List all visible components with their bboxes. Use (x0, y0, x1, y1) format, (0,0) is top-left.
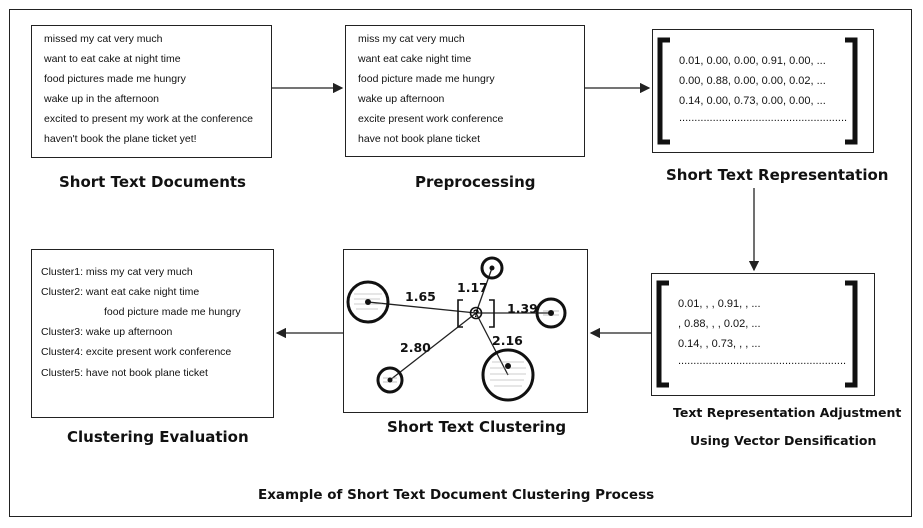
cluster-line: Cluster5: have not book plane ticket (41, 367, 208, 379)
query-point (469, 306, 483, 320)
centroid-dot (505, 363, 511, 369)
query-right-bracket (489, 299, 495, 328)
figure-caption: Example of Short Text Document Clusterin… (258, 487, 655, 503)
densified-matrix-row: 0.01, , , 0.91, , ... (678, 298, 761, 310)
clustering-evaluation-box: Cluster1: miss my cat very much Cluster2… (31, 249, 274, 418)
doc-line: wake up in the afternoon (44, 93, 159, 105)
cluster-line: food picture made me hungry (104, 306, 241, 318)
densified-matrix-row: 0.14, , 0.73, , , ... (678, 338, 761, 350)
distance-label: 2.80 (400, 340, 431, 355)
doc-line: food pictures made me hungry (44, 73, 186, 85)
adjusted-representation-box: 0.01, , , 0.91, , ... , 0.88, , , 0.02, … (651, 273, 875, 396)
query-mark: ? (473, 308, 480, 320)
cluster-circle (535, 297, 567, 329)
cluster-line: Cluster3: wake up afternoon (41, 326, 173, 338)
matrix-row: 0.01, 0.00, 0.00, 0.91, 0.00, ... (679, 55, 826, 67)
matrix-row: 0.14, 0.00, 0.73, 0.00, 0.00, ... (679, 95, 826, 107)
cluster-line: Cluster4: excite present work conference (41, 346, 232, 358)
clustering-evaluation-label: Clustering Evaluation (67, 428, 249, 446)
short-text-documents-box: missed my cat very much want to eat cake… (31, 25, 272, 158)
left-bracket (656, 280, 669, 388)
centroid-dot (387, 377, 393, 383)
cluster-circle (376, 366, 404, 394)
doc-line: haven't book the plane ticket yet! (44, 133, 197, 145)
cluster-edge (475, 312, 509, 376)
short-text-clustering-label: Short Text Clustering (387, 418, 567, 436)
short-text-clustering-box (343, 249, 588, 413)
cluster-circle (480, 256, 504, 280)
right-bracket (845, 37, 858, 145)
query-left-bracket (457, 299, 463, 328)
preprocessing-box: miss my cat very much want eat cake nigh… (345, 25, 585, 157)
cluster-line: Cluster2: want eat cake night time (41, 286, 200, 298)
short-text-documents-label: Short Text Documents (59, 173, 246, 191)
densified-matrix-row: , 0.88, , , 0.02, ... (678, 318, 761, 330)
distance-label: 1.17 (457, 280, 488, 295)
left-bracket (657, 37, 670, 145)
cluster-line: Cluster1: miss my cat very much (41, 266, 193, 278)
vector-densification-label: Using Vector Densification (690, 433, 877, 448)
preprocessed-line: want eat cake night time (358, 53, 472, 65)
distance-label: 1.65 (405, 289, 436, 304)
cluster-circle (346, 280, 390, 324)
preprocessed-line: wake up afternoon (358, 93, 445, 105)
densified-matrix-row: ........................................… (678, 355, 847, 367)
matrix-row: 0.00, 0.88, 0.00, 0.00, 0.02, ... (679, 75, 826, 87)
distance-label: 2.16 (492, 333, 523, 348)
representation-adjustment-label: Text Representation Adjustment (673, 405, 902, 420)
centroid-dot (548, 310, 554, 316)
centroid-dot (489, 265, 495, 271)
matrix-row: ........................................… (679, 112, 848, 124)
short-text-representation-box: 0.01, 0.00, 0.00, 0.91, 0.00, ... 0.00, … (652, 29, 874, 153)
doc-line: excited to present my work at the confer… (44, 113, 253, 125)
preprocessed-line: excite present work conference (358, 113, 504, 125)
preprocessed-line: miss my cat very much (358, 33, 465, 45)
right-bracket (845, 280, 858, 388)
distance-label: 1.39 (507, 301, 538, 316)
cluster-edge (475, 267, 493, 314)
short-text-representation-label: Short Text Representation (666, 166, 889, 184)
cluster-edge (389, 312, 477, 381)
cluster-circle (481, 348, 535, 402)
figure-frame (9, 9, 912, 517)
preprocessed-line: food picture made me hungry (358, 73, 495, 85)
centroid-dot (365, 299, 371, 305)
preprocessing-label: Preprocessing (415, 173, 536, 191)
doc-line: want to eat cake at night time (44, 53, 181, 65)
preprocessed-line: have not book plane ticket (358, 133, 481, 145)
doc-line: missed my cat very much (44, 33, 163, 45)
